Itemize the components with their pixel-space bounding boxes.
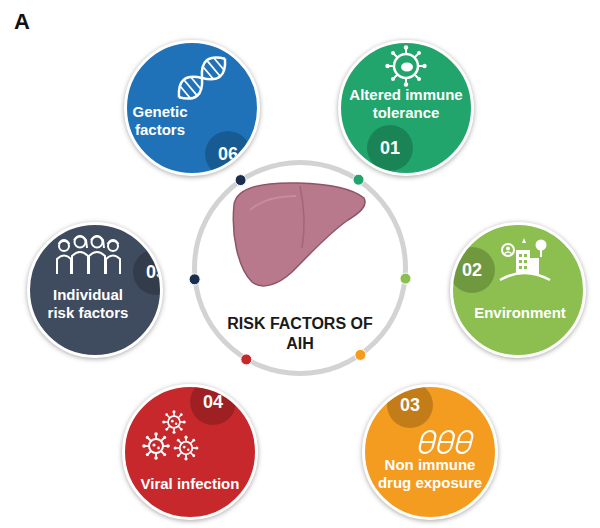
factor-name: Altered immune tolerance [342, 86, 470, 122]
risk-factor-circle: 05Individual risk factors [27, 222, 163, 358]
risk-factor-circle: 06 Genetic factors [124, 40, 260, 176]
liver-illustration [233, 183, 365, 286]
factor-name: Genetic factors [124, 103, 199, 139]
pills-icon [418, 431, 473, 453]
label-box: Environment [456, 304, 584, 322]
immune-cell-icon [385, 45, 426, 86]
callout-number: 02 [462, 261, 482, 279]
callout-number: 06 [218, 145, 238, 163]
people-icon [57, 236, 120, 274]
panel-label-box: A [14, 10, 30, 34]
panel-letter: A [14, 10, 30, 34]
risk-factor-circle: 03Non immune drug exposure [362, 384, 498, 520]
virus-icon [142, 410, 198, 460]
number-badge: 02 [450, 247, 495, 293]
factor-name: Viral infection [125, 475, 255, 493]
callout-number: 04 [203, 393, 223, 411]
label-box: Viral infection [125, 475, 255, 493]
number-badge: 04 [190, 384, 236, 425]
callout-number: 01 [380, 139, 400, 157]
factor-name: Individual risk factors [40, 286, 136, 322]
number-badge: 01 [367, 125, 413, 171]
callout-number: 03 [400, 396, 420, 414]
dna-icon [172, 51, 231, 106]
label-box: RISK FACTORS OF AIH [214, 314, 386, 354]
number-badge: 03 [387, 384, 433, 428]
callout-number: 05 [146, 263, 163, 281]
label-box: Individual risk factors [40, 286, 136, 322]
label-box: Altered immune tolerance [342, 86, 470, 122]
factor-name: Environment [456, 304, 584, 322]
risk-factor-circle: 02Environment [450, 222, 586, 358]
label-box: Genetic factors [124, 103, 199, 139]
center-circle: RISK FACTORS OF AIH [192, 160, 408, 376]
label-box: Non immune drug exposure [368, 456, 493, 492]
center-title: RISK FACTORS OF AIH [214, 314, 386, 354]
environment-icon [500, 238, 550, 280]
number-badge: 06 [205, 131, 251, 176]
risk-factor-circle: 01 Altered immune tolerance [338, 40, 474, 176]
factor-name: Non immune drug exposure [368, 456, 493, 492]
risk-factor-circle: 04Viral infection [122, 384, 258, 520]
ring-dots [189, 174, 411, 365]
number-badge: 05 [133, 249, 163, 295]
